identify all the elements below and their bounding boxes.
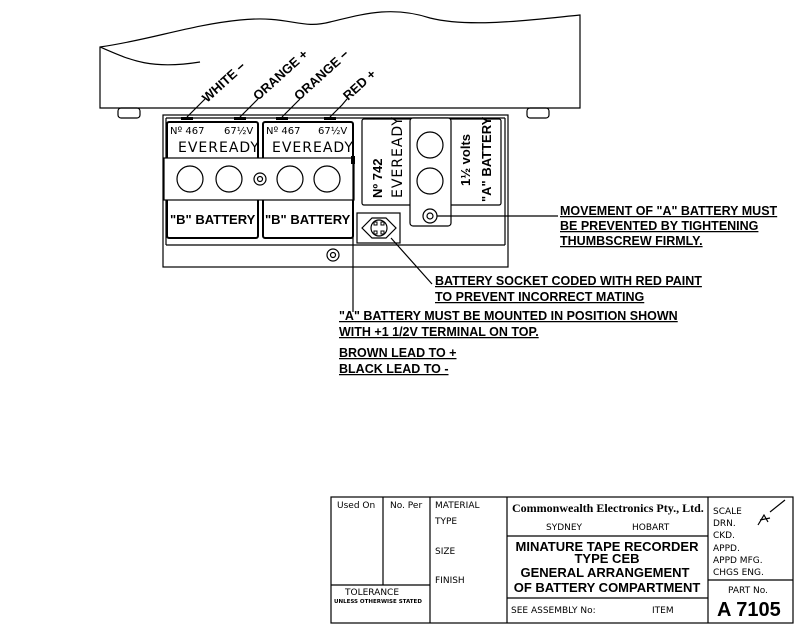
screw-icon [253,172,267,186]
terminal-circle [313,165,341,193]
size-label: SIZE [435,547,456,557]
a-battery-clamp [409,117,452,227]
wire-label-red: RED + [340,66,379,103]
part-number: A 7105 [717,599,781,621]
city-hobart: HOBART [632,523,670,533]
title-block: Used On No. Per MATERIAL TYPE SIZE FINIS… [330,496,794,624]
screw-center [256,175,264,183]
no-per-label: No. Per [390,501,422,511]
b-battery-1-number: Nº 467 [170,126,204,137]
b-battery-2-number: Nº 467 [266,126,300,137]
b-battery-2-voltage: 67½V [318,125,347,137]
recorder-body-outline [99,11,581,109]
battery-compartment [162,114,509,268]
svg-text:THUMBSCREW FIRMLY.: THUMBSCREW FIRMLY. [560,234,703,248]
drawing-title-line: MINATURE TAPE RECORDER [516,539,700,554]
terminal-circle [276,165,304,193]
svg-text:BE PREVENTED BY TIGHTENING: BE PREVENTED BY TIGHTENING [560,219,758,233]
screw-icon [326,248,340,262]
foot-left [117,107,141,119]
part-no-label: PART No. [728,586,768,596]
tolerance-label: TOLERANCE [344,588,399,598]
note-leads: BROWN LEAD TO + BLACK LEAD TO - [339,346,456,376]
tolerance-note: UNLESS OTHERWISE STATED [334,599,422,605]
b-battery-2-brand: EVEREADY [272,140,354,156]
terminal-posts [181,117,336,120]
svg-text:MOVEMENT OF "A" BATTERY MUST: MOVEMENT OF "A" BATTERY MUST [560,204,778,218]
used-on-label: Used On [337,501,375,511]
see-assembly-label: SEE ASSEMBLY No: [511,606,596,616]
note-socket: BATTERY SOCKET CODED WITH RED PAINT TO P… [435,274,702,304]
drawing-title-line: GENERAL ARRANGEMENT [520,565,689,580]
b-battery-2-label: "B" BATTERY [265,212,351,227]
svg-text:BATTERY SOCKET CODED WITH RED: BATTERY SOCKET CODED WITH RED PAINT [435,274,702,288]
company-name: Commonwealth Electronics Pty., Ltd. [512,501,704,515]
battery-socket-icon [361,217,397,239]
battery-clamp-band [163,157,355,201]
terminal-circle [416,131,444,159]
svg-text:BROWN LEAD TO +: BROWN LEAD TO + [339,346,456,360]
socket-pins [373,221,385,235]
signature-mark [757,499,786,526]
svg-text:"A" BATTERY MUST BE MOUNTED IN: "A" BATTERY MUST BE MOUNTED IN POSITION … [339,309,678,323]
city-sydney: SYDNEY [546,523,583,533]
terminal-circle [416,167,444,195]
terminal-circle [176,165,204,193]
terminal-marker [351,156,355,164]
material-label: MATERIAL [435,501,480,511]
type-label: TYPE [434,517,457,527]
socket-ring [370,219,388,237]
drawing-title-line: TYPE CEB [574,551,639,566]
b-battery-1-label: "B" BATTERY [170,212,256,227]
note-mounting: "A" BATTERY MUST BE MOUNTED IN POSITION … [339,309,678,339]
a-battery-number: Nº 742 [370,159,385,198]
wire-label-white: WHITE − [199,58,249,105]
svg-text:WITH +1 1/2V TERMINAL ON TOP: WITH +1 1/2V TERMINAL ON TOP. [339,325,539,339]
note-movement: MOVEMENT OF "A" BATTERY MUST BE PREVENTE… [560,204,778,248]
leader-socket [390,237,433,285]
a-battery-brand: EVEREADY [390,116,406,198]
body-curve [99,46,201,66]
item-label: ITEM [652,606,674,616]
appd-mfg-label: APPD MFG. [713,556,763,566]
svg-text:TO PREVENT INCORRECT MATING: TO PREVENT INCORRECT MATING [435,290,644,304]
b-battery-1-brand: EVEREADY [178,140,260,156]
thumbscrew-center [426,212,434,220]
finish-label: FINISH [435,576,465,586]
battery-socket-box [356,212,401,244]
chgs-eng-label: CHGS ENG. [713,568,764,578]
screw-center [329,251,337,259]
terminal-circle [215,165,243,193]
scale-label: SCALE [713,507,742,517]
a-battery-label: "A" BATTERY [479,116,494,202]
svg-text:BLACK LEAD TO -: BLACK LEAD TO - [339,362,449,376]
foot-right [526,107,550,119]
appd-label: APPD. [713,544,740,554]
drawing-title-line: OF BATTERY COMPARTMENT [514,580,701,595]
a-battery-voltage: 1½ volts [458,134,473,186]
drn-label: DRN. [713,519,736,529]
ckd-label: CKD. [713,531,735,541]
b-battery-1-voltage: 67½V [224,125,253,137]
wire-leaders [186,98,348,118]
